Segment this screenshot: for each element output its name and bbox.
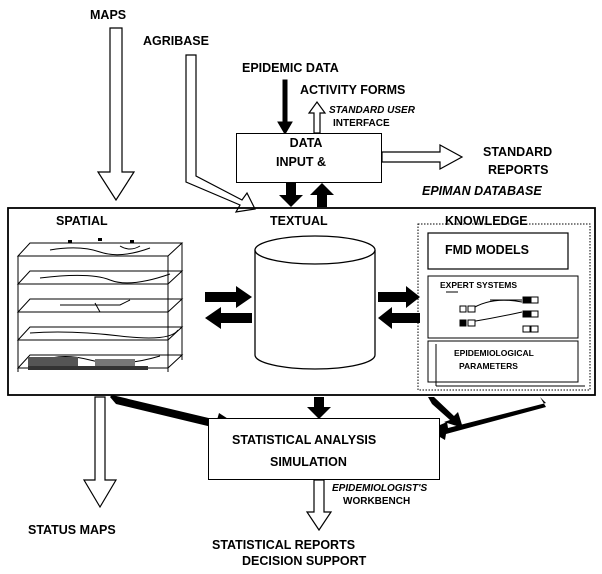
data-input-box bbox=[236, 133, 382, 183]
data-input-line1: DATA bbox=[289, 136, 323, 150]
spatial-to-analysis-arrow bbox=[110, 395, 236, 434]
epidemic-data-label: EPIDEMIC DATA bbox=[242, 61, 339, 75]
epi-parameters-line1: EPIDEMIOLOGICAL bbox=[454, 348, 534, 358]
textual-database-cylinder bbox=[254, 235, 376, 370]
status-maps-arrow bbox=[82, 396, 118, 509]
database-to-input-arrow bbox=[310, 183, 334, 207]
epi-parameters-line2: PARAMETERS bbox=[459, 361, 518, 371]
knowledge-label: KNOWLEDGE bbox=[445, 214, 528, 228]
agribase-label: AGRIBASE bbox=[143, 34, 209, 48]
analysis-line1: STATISTICAL ANALYSIS bbox=[232, 433, 377, 447]
workbench-line1: EPIDEMIOLOGIST'S bbox=[332, 483, 428, 494]
agribase-arrow bbox=[185, 54, 256, 213]
epiman-database-box bbox=[7, 207, 596, 396]
standard-user-label: STANDARD USER bbox=[329, 105, 415, 116]
textual-to-analysis-arrow bbox=[307, 397, 331, 419]
workbench-arrow bbox=[305, 479, 333, 532]
input-to-database-arrow bbox=[279, 183, 303, 207]
fmd-models-box bbox=[427, 232, 569, 270]
spatial-label: SPATIAL bbox=[56, 214, 108, 228]
expert-systems-network bbox=[446, 291, 539, 333]
epi-parameters-box bbox=[427, 340, 579, 383]
maps-arrow bbox=[96, 27, 136, 202]
expert-systems-box bbox=[427, 275, 579, 339]
expert-systems-label: EXPERT SYSTEMS bbox=[440, 280, 517, 290]
epidemic-data-arrow bbox=[277, 79, 293, 135]
maps-label: MAPS bbox=[90, 8, 127, 22]
data-input-line2: INPUT & bbox=[276, 155, 326, 169]
interface-label: INTERFACE bbox=[333, 118, 390, 129]
status-maps-label: STATUS MAPS bbox=[28, 523, 116, 537]
knowledge-to-textual-arrow bbox=[378, 307, 420, 329]
decision-support-label: DECISION SUPPORT bbox=[242, 554, 367, 568]
fmd-models-label: FMD MODELS bbox=[445, 243, 530, 257]
standard-reports-line2: REPORTS bbox=[488, 163, 549, 177]
knowledge-to-analysis-arrow-1 bbox=[428, 397, 463, 428]
epiman-database-label: EPIMAN DATABASE bbox=[422, 184, 542, 198]
spatial-map-layers bbox=[16, 238, 184, 372]
workbench-line2: WORKBENCH bbox=[343, 496, 411, 507]
standard-reports-line1: STANDARD bbox=[483, 145, 553, 159]
textual-to-knowledge-arrow bbox=[378, 286, 420, 308]
spatial-to-textual-arrow bbox=[205, 286, 252, 308]
activity-forms-label: ACTIVITY FORMS bbox=[300, 83, 406, 97]
knowledge-panel bbox=[417, 223, 591, 391]
textual-label: TEXTUAL bbox=[270, 214, 328, 228]
statistical-analysis-box bbox=[208, 418, 440, 480]
statistical-reports-label: STATISTICAL REPORTS bbox=[212, 538, 356, 552]
textual-to-spatial-arrow bbox=[205, 307, 252, 329]
activity-forms-arrow bbox=[307, 100, 327, 134]
analysis-line2: SIMULATION bbox=[270, 455, 347, 469]
standard-reports-arrow bbox=[381, 143, 464, 171]
knowledge-to-analysis-arrow-2 bbox=[428, 397, 546, 440]
